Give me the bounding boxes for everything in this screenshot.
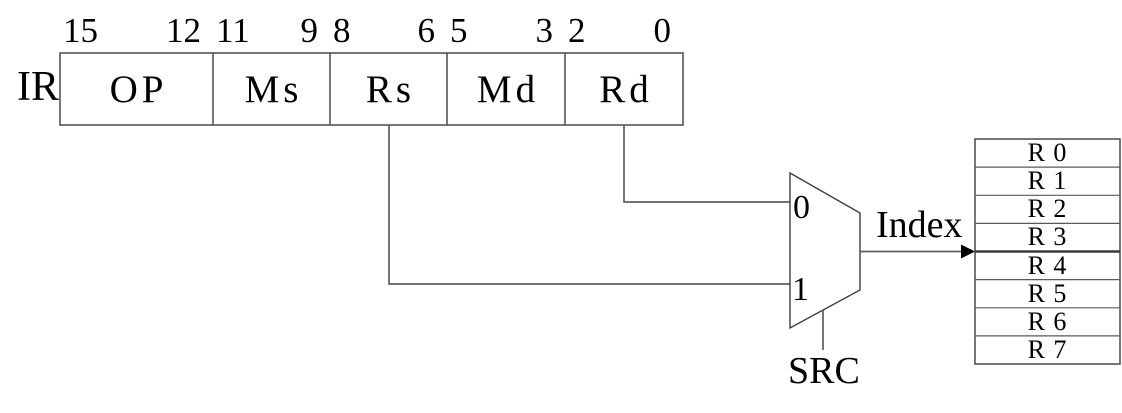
- bit-range-rs: 8 6: [330, 9, 447, 48]
- register-row-r2: R 2: [1027, 194, 1068, 224]
- rs-to-mux-wire: [388, 125, 790, 285]
- bit-low-op: 12: [166, 11, 201, 50]
- ir-field-ms: Ms: [244, 67, 303, 111]
- mux-input-0-label: 0: [793, 189, 810, 226]
- index-label: Index: [876, 204, 963, 246]
- bit-high-ms: 11: [216, 11, 250, 50]
- rd-to-mux-wire: [623, 125, 790, 203]
- register-row-r6: R 6: [1027, 306, 1068, 336]
- bit-range-rd: 2 0: [565, 9, 683, 48]
- bit-high-md: 5: [450, 11, 468, 50]
- bit-range-md: 5 3: [447, 9, 565, 48]
- bit-high-rs: 8: [333, 11, 351, 50]
- bit-range-op: 15 12: [60, 9, 213, 48]
- index-arrowhead: [961, 244, 975, 259]
- register-row-r3: R 3: [1027, 222, 1068, 252]
- ir-field-op: OP: [109, 67, 168, 111]
- register-row-r4: R 4: [1027, 250, 1068, 280]
- bit-low-rs: 6: [417, 11, 436, 50]
- register-row-r1: R 1: [1027, 166, 1068, 196]
- register-row-r5: R 5: [1027, 278, 1068, 308]
- bit-high-rd: 2: [568, 11, 586, 50]
- ir-field-rd: Rd: [599, 67, 653, 111]
- register-row-r0: R 0: [1027, 138, 1068, 167]
- ir-field-md: Md: [476, 67, 540, 111]
- mux-input-1-label: 1: [792, 271, 809, 308]
- register-row-r7: R 7: [1027, 334, 1068, 364]
- ir-field-rs: Rs: [365, 67, 416, 111]
- bit-low-ms: 9: [300, 11, 319, 50]
- bit-high-op: 15: [63, 11, 98, 50]
- bit-low-rd: 0: [653, 11, 672, 50]
- mux-body: [789, 171, 861, 330]
- bit-range-ms: 11 9: [213, 9, 330, 48]
- src-select-label: SRC: [788, 350, 860, 392]
- bit-low-md: 3: [535, 11, 554, 50]
- ir-register-box: [59, 52, 684, 126]
- ir-label: IR: [17, 64, 59, 110]
